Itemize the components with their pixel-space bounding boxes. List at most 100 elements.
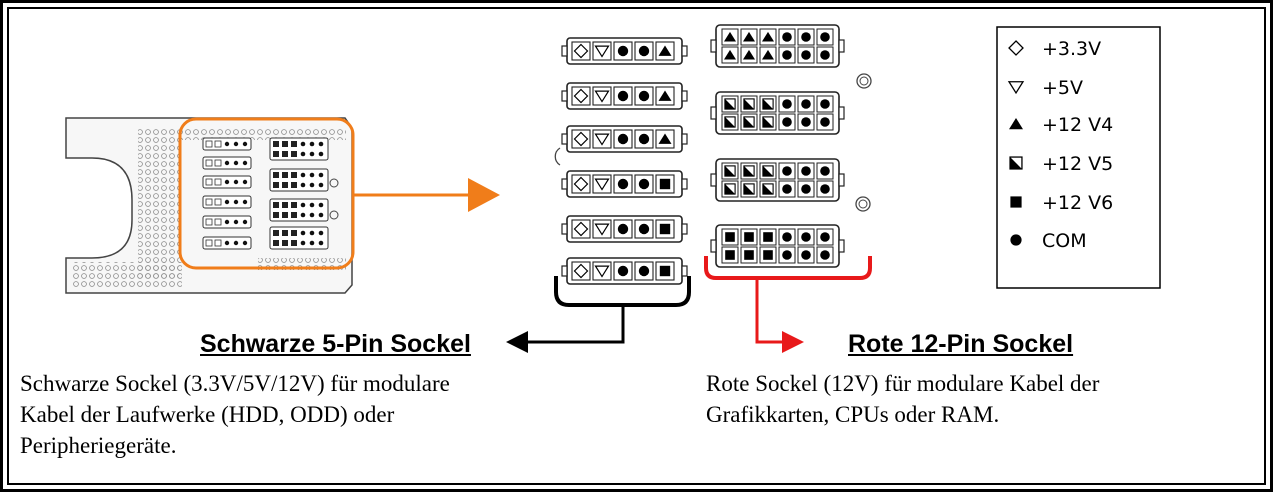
diamond-outline-icon <box>1008 40 1024 56</box>
legend-label: +3.3V <box>1042 38 1101 60</box>
mini-twelve-pin-socket <box>269 226 329 250</box>
circle-filled-icon <box>801 117 811 127</box>
circle-filled-icon <box>782 166 792 176</box>
circle-filled-icon <box>782 50 792 60</box>
description-line: Kabel der Laufwerke (HDD, ODD) oder <box>20 402 395 427</box>
legend-label: +12 V4 <box>1042 114 1113 136</box>
circle-filled-icon <box>820 50 830 60</box>
triangle-down-outline-icon <box>594 45 610 58</box>
half-square-icon <box>743 98 755 110</box>
circle-filled-icon <box>617 45 629 57</box>
circle-filled-icon <box>638 133 650 145</box>
square-filled-icon <box>725 250 735 260</box>
square-filled-icon <box>725 232 735 242</box>
circle-filled-icon <box>820 166 830 176</box>
circle-filled-icon <box>782 99 792 109</box>
triangle-down-outline-icon <box>594 90 610 103</box>
half-square-icon <box>743 183 755 195</box>
half-square-icon <box>724 165 736 177</box>
square-filled-icon <box>659 265 671 277</box>
circle-filled-icon <box>638 223 650 235</box>
circle-filled-icon <box>782 250 792 260</box>
diamond-outline-icon <box>573 88 589 104</box>
circle-filled-icon <box>638 90 650 102</box>
five-pin-socket <box>561 37 688 65</box>
triangle-up-filled-icon <box>724 49 736 60</box>
triangle-down-outline-icon <box>594 265 610 278</box>
square-filled-icon <box>763 232 773 242</box>
mini-five-pin-socket <box>202 156 252 170</box>
circle-filled-icon <box>1010 234 1022 246</box>
triangle-down-outline-icon <box>594 178 610 191</box>
orange-arrow <box>353 178 500 212</box>
half-square-icon <box>724 116 736 128</box>
diamond-outline-icon <box>573 221 589 237</box>
circle-filled-icon <box>820 117 830 127</box>
circle-filled-icon <box>801 250 811 260</box>
triangle-up-filled-icon <box>658 45 672 56</box>
circle-filled-icon <box>801 232 811 242</box>
half-square-icon <box>762 183 774 195</box>
triangle-up-filled-icon <box>762 31 774 42</box>
mini-twelve-pin-socket <box>269 137 329 161</box>
five-pin-sockets <box>561 37 688 285</box>
circle-filled-icon <box>820 99 830 109</box>
circle-filled-icon <box>617 133 629 145</box>
circle-filled-icon <box>801 99 811 109</box>
mini-twelve-pin-socket <box>269 198 329 222</box>
circle-filled-icon <box>782 117 792 127</box>
half-square-icon <box>724 183 736 195</box>
five-pin-socket <box>561 82 688 110</box>
square-filled-icon <box>659 223 671 235</box>
twelve-pin-socket <box>710 91 845 135</box>
diamond-outline-icon <box>573 131 589 147</box>
half-square-icon <box>724 98 736 110</box>
description-line: Schwarze Sockel (3.3V/5V/12V) für modula… <box>20 371 450 396</box>
triangle-up-filled-icon <box>724 31 736 42</box>
circle-filled-icon <box>782 184 792 194</box>
triangle-up-filled-icon <box>762 49 774 60</box>
black-bracket-arrow <box>506 276 691 353</box>
half-square-icon <box>1009 156 1023 170</box>
description-line: Peripheriegeräte. <box>20 433 177 458</box>
circle-filled-icon <box>638 265 650 277</box>
mini-five-pin-socket <box>202 215 252 229</box>
circle-filled-icon <box>801 166 811 176</box>
circle-filled-icon <box>801 32 811 42</box>
five-pin-socket <box>561 125 688 153</box>
five-pin-socket <box>561 257 688 285</box>
circle-filled-icon <box>638 178 650 190</box>
twelve-pin-description: Rote Sockel (12V) für modulare Kabel der… <box>706 368 1099 430</box>
psu-thumbnail <box>65 117 355 294</box>
mini-five-pin-socket <box>202 175 252 189</box>
half-square-icon <box>743 165 755 177</box>
five-pin-socket <box>561 170 688 198</box>
legend-label: +5V <box>1042 77 1083 99</box>
legend-label: +12 V5 <box>1042 153 1113 175</box>
triangle-down-outline-icon <box>1007 81 1025 95</box>
circle-filled-icon <box>820 184 830 194</box>
description-line: Grafikkarten, CPUs oder RAM. <box>706 402 1000 427</box>
triangle-up-filled-icon <box>743 49 755 60</box>
circle-filled-icon <box>638 45 650 57</box>
triangle-down-outline-icon <box>594 223 610 236</box>
mini-five-pin-socket <box>202 195 252 209</box>
circle-filled-icon <box>782 32 792 42</box>
mini-five-pin-socket <box>202 236 252 250</box>
red-bracket-arrow <box>704 256 872 353</box>
twelve-pin-socket <box>710 158 845 202</box>
circle-filled-icon <box>617 178 629 190</box>
description-line: Rote Sockel (12V) für modulare Kabel der <box>706 371 1100 396</box>
twelve-pin-sockets <box>710 24 845 268</box>
circle-filled-icon <box>801 184 811 194</box>
triangle-up-filled-icon <box>658 133 672 144</box>
circle-filled-icon <box>617 223 629 235</box>
circle-filled-icon <box>820 32 830 42</box>
mini-five-pin-socket <box>202 137 252 151</box>
mini-twelve-pin-socket <box>269 168 329 192</box>
circle-filled-icon <box>820 250 830 260</box>
screw-icon <box>856 73 872 89</box>
inner-frame <box>7 7 1266 485</box>
twelve-pin-socket <box>710 24 845 68</box>
triangle-up-filled-icon <box>658 90 672 101</box>
